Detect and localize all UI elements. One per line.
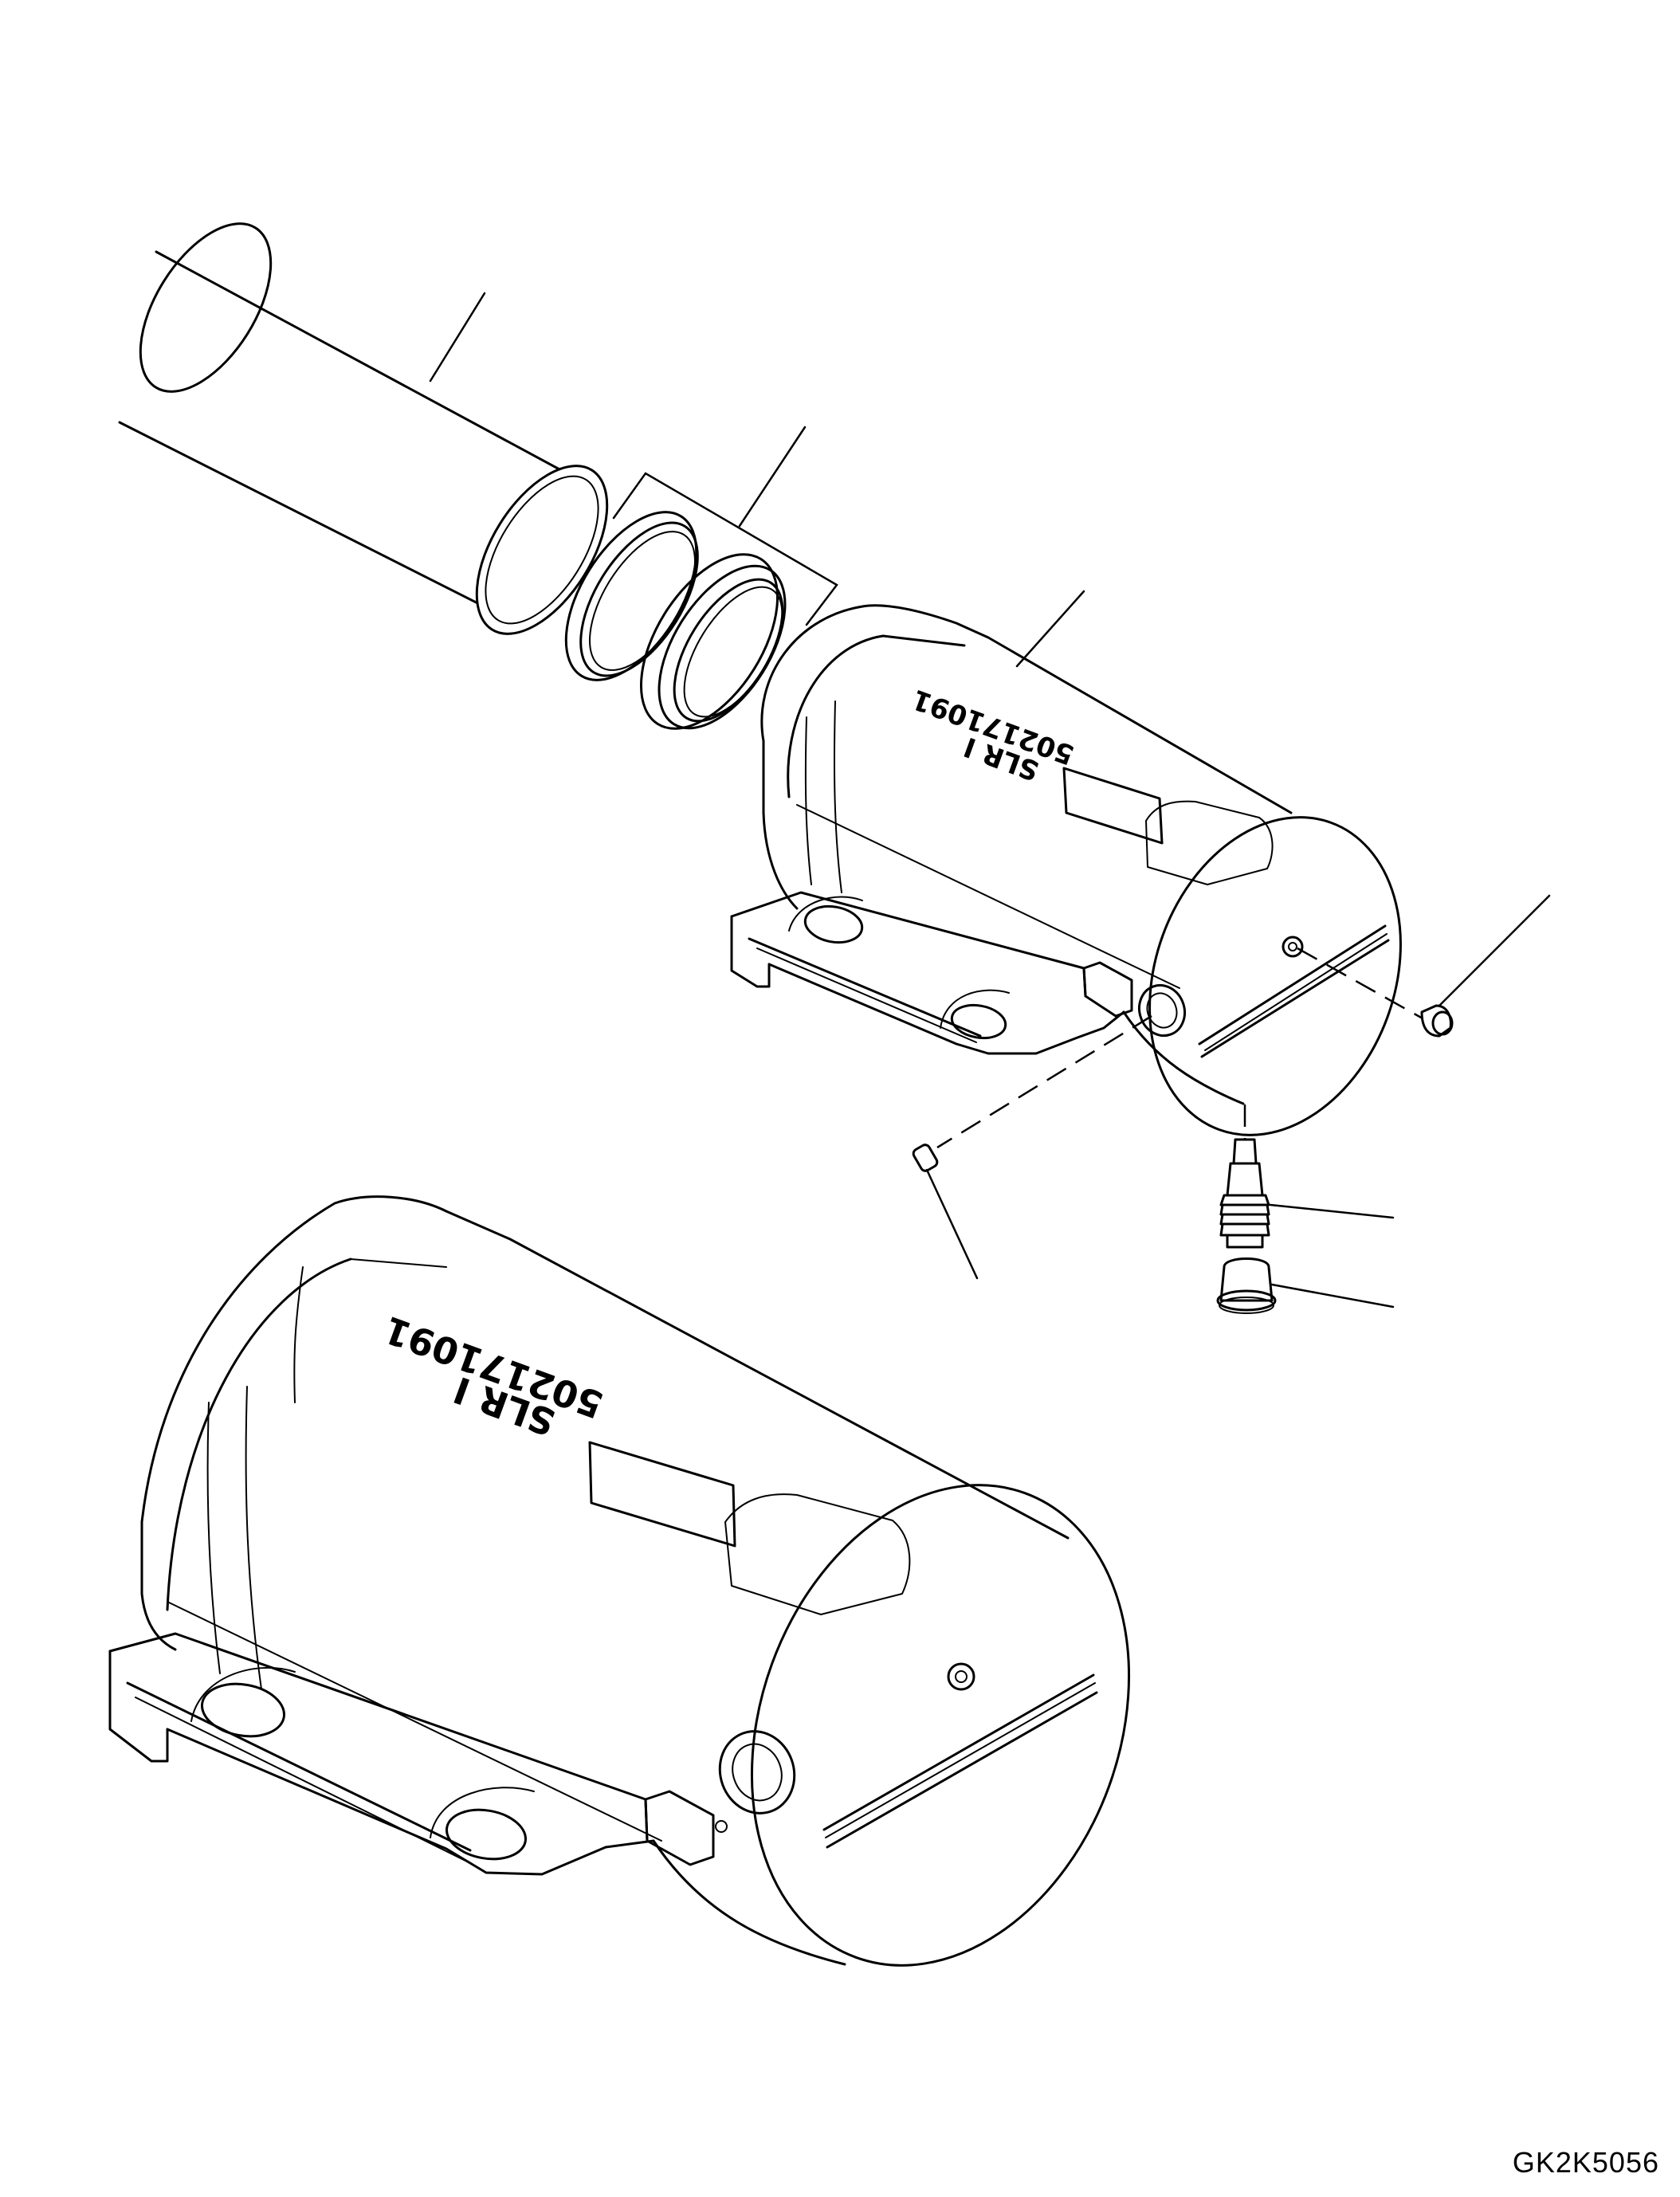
sleeve-cylinder [118,222,609,635]
seal-ring-bracket [612,472,838,626]
valve-cartridge [1219,1104,1270,1249]
leader-housing [1015,590,1085,668]
dowel-pin [912,1014,1152,1172]
leader-plug [1438,894,1551,1007]
valve-cap [1216,1257,1277,1314]
leader-seal-rings [738,426,807,528]
leader-pin [925,1168,979,1280]
figure-code: GK2K5056 [1512,2146,1659,2179]
leader-cap [1270,1283,1395,1308]
leader-lines [429,292,1551,1308]
plug-screw [1297,947,1454,1038]
cylinder-housing-enlarged: 502171091 SLR I [108,1195,1131,1967]
seal-ring-right [639,553,787,730]
leader-cartridge [1269,1203,1395,1219]
cylinder-housing-top: 502171091 SLR I [730,604,1402,1136]
leader-sleeve [429,292,486,383]
seal-ring-left [564,511,699,681]
